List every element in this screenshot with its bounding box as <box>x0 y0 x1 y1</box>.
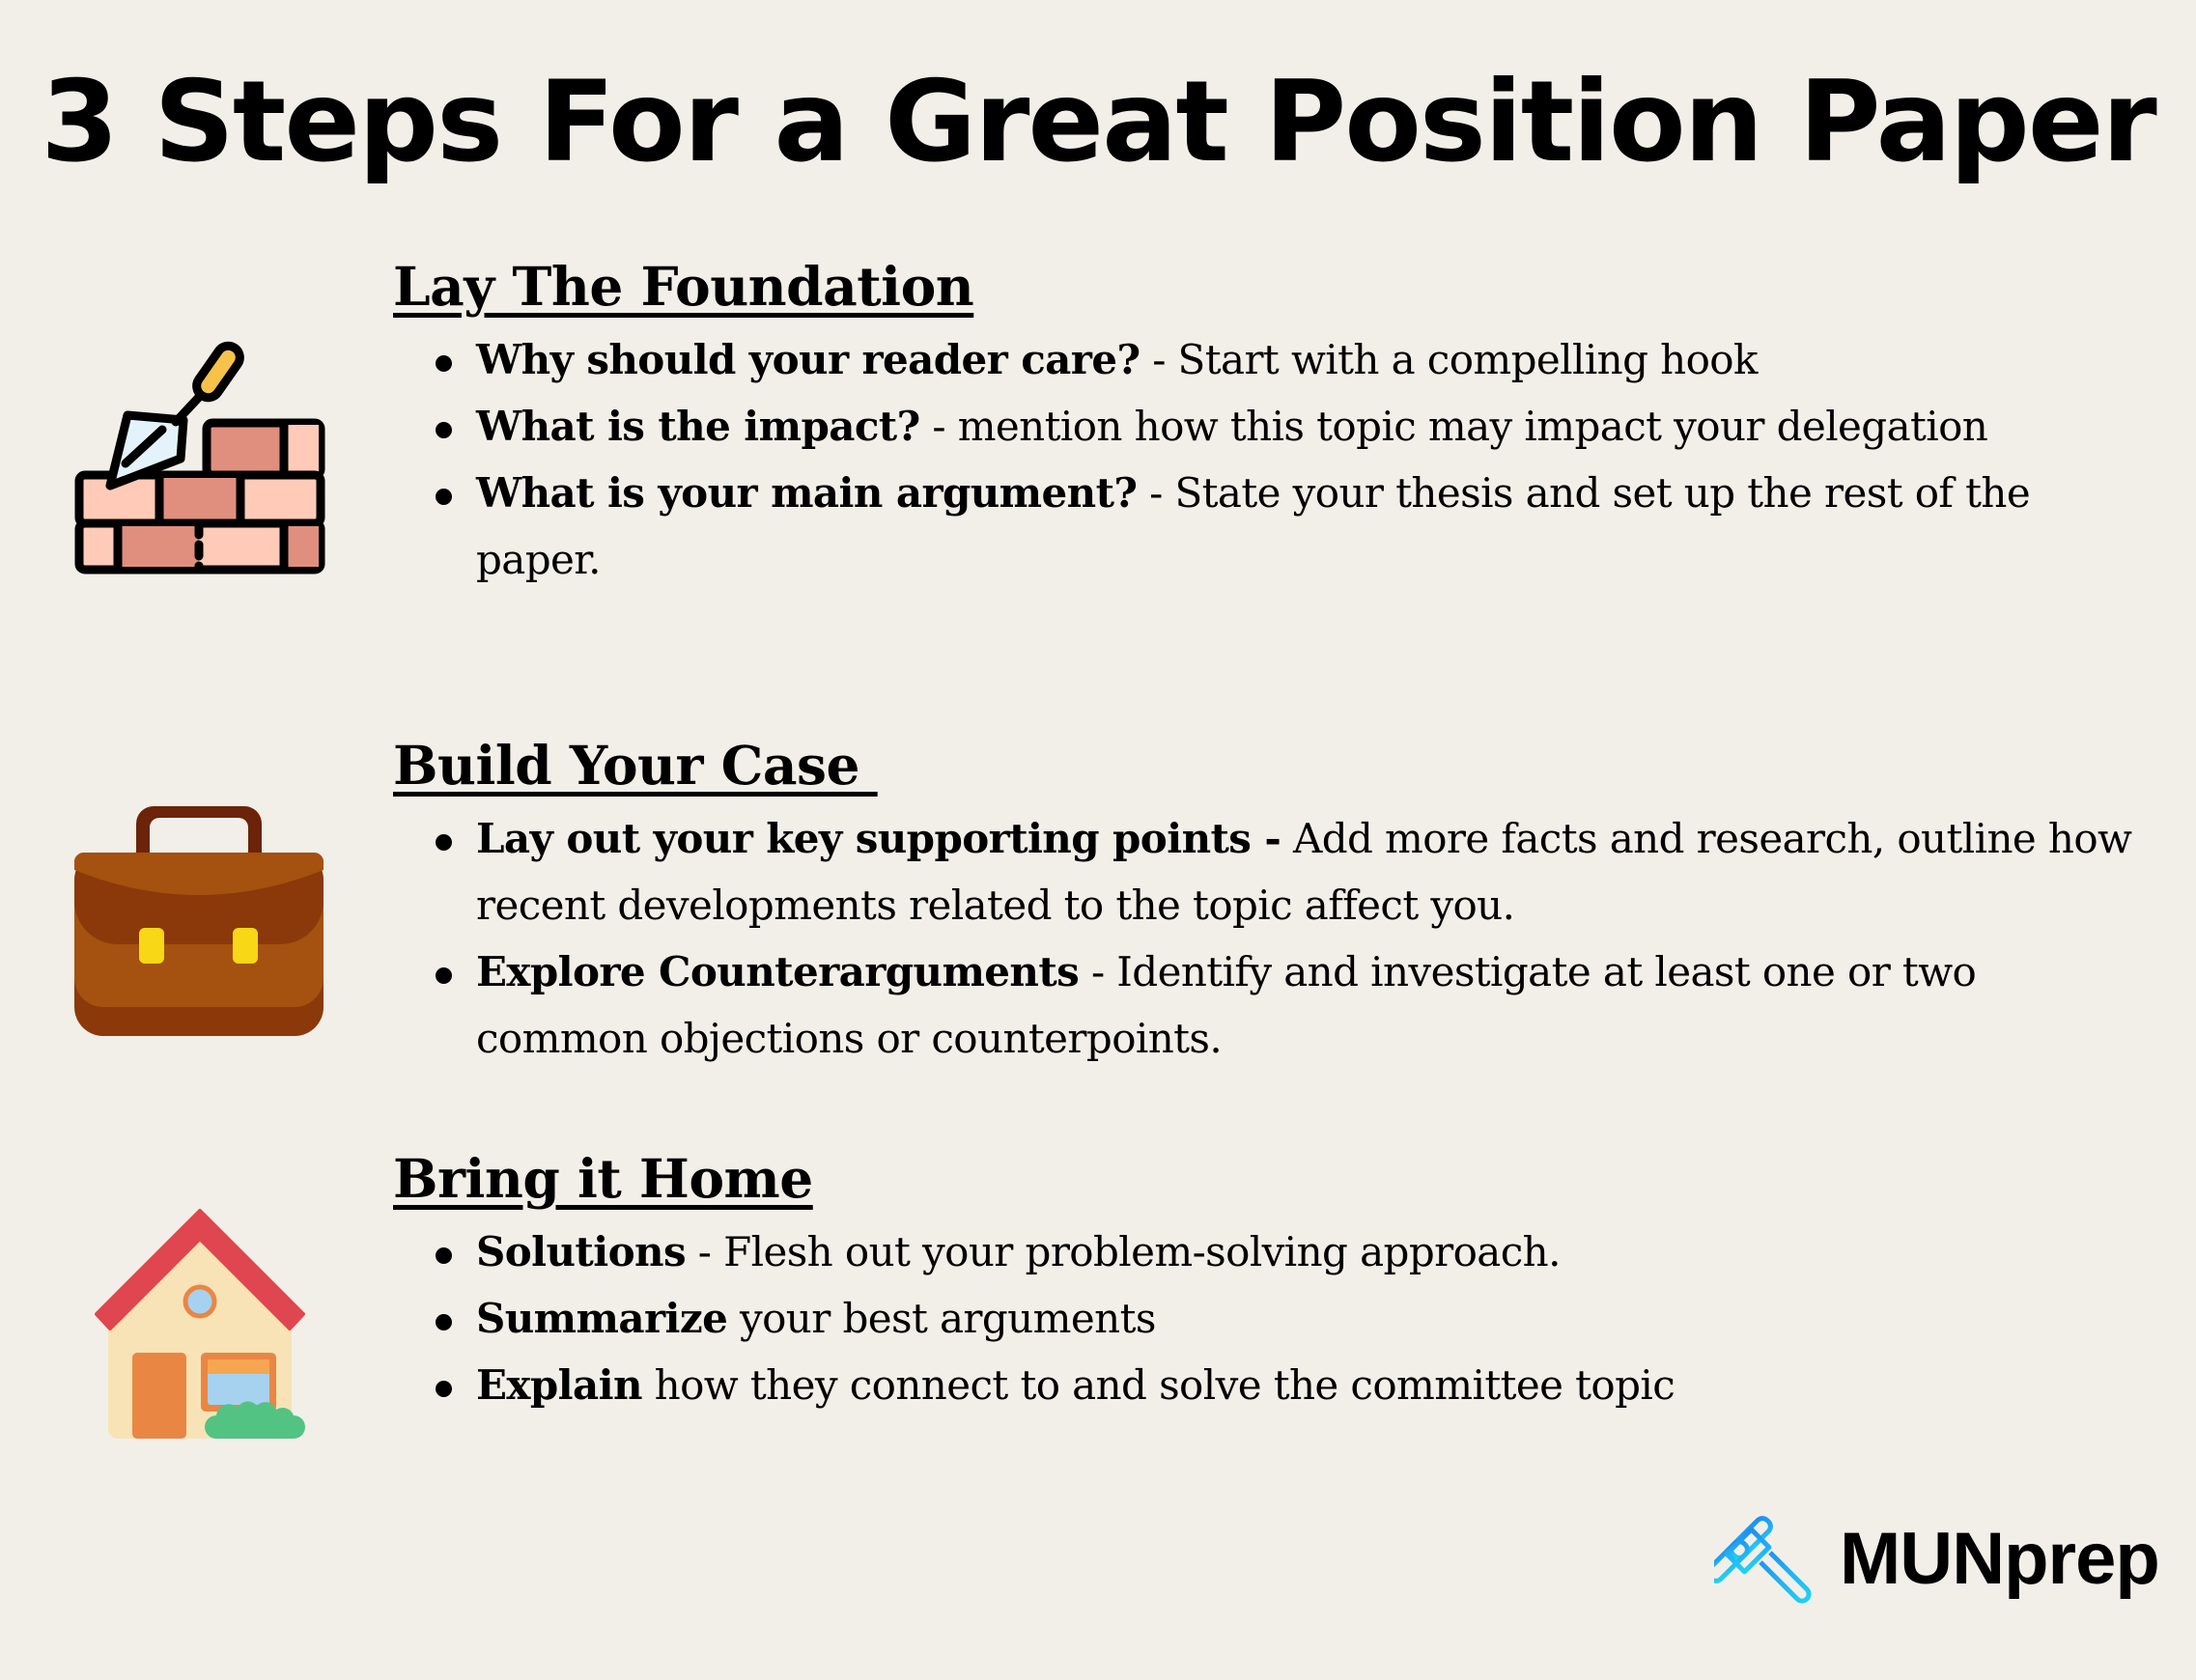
list-item: Summarize your best arguments <box>393 1285 2151 1352</box>
logo-text: MUNprep <box>1840 1518 2160 1600</box>
bullet-icon <box>436 1381 452 1397</box>
bullet-list: Lay out your key supporting points - Add… <box>393 805 2151 1072</box>
section-lay-the-foundation: Lay The Foundation Why should your reade… <box>393 253 2151 593</box>
section-heading: Build Your Case <box>393 734 878 797</box>
list-item: Explain how they connect to and solve th… <box>393 1352 2151 1418</box>
bullet-list: Solutions - Flesh out your problem-solvi… <box>393 1218 2151 1418</box>
briefcase-icon <box>74 806 324 1036</box>
list-item: What is your main argument? - State your… <box>393 460 2151 593</box>
bullet-list: Why should your reader care? - Start wit… <box>393 326 2151 593</box>
section-heading: Lay The Foundation <box>393 255 974 318</box>
section-heading: Bring it Home <box>393 1147 813 1210</box>
list-item: Why should your reader care? - Start wit… <box>393 326 2151 393</box>
bullet-icon <box>436 355 452 372</box>
gavel-icon <box>1714 1516 1812 1604</box>
page-title: 3 Steps For a Great Position Paper <box>41 57 2156 187</box>
munprep-logo: MUNprep <box>1714 1506 2160 1612</box>
bullet-icon <box>436 1314 452 1330</box>
section-bring-it-home: Bring it Home Solutions - Flesh out your… <box>393 1145 2151 1418</box>
list-item: Solutions - Flesh out your problem-solvi… <box>393 1218 2151 1285</box>
list-item: Lay out your key supporting points - Add… <box>393 805 2151 938</box>
bullet-icon <box>436 489 452 505</box>
house-icon <box>95 1209 305 1439</box>
bullet-icon <box>436 1247 452 1264</box>
bullet-icon <box>436 834 452 851</box>
bullet-icon <box>436 967 452 984</box>
section-build-your-case: Build Your Case Lay out your key support… <box>393 732 2151 1072</box>
brick-wall-trowel-icon <box>74 341 325 574</box>
list-item: What is the impact? - mention how this t… <box>393 393 2151 460</box>
list-item: Explore Counterarguments - Identify and … <box>393 938 2151 1072</box>
bullet-icon <box>436 422 452 438</box>
